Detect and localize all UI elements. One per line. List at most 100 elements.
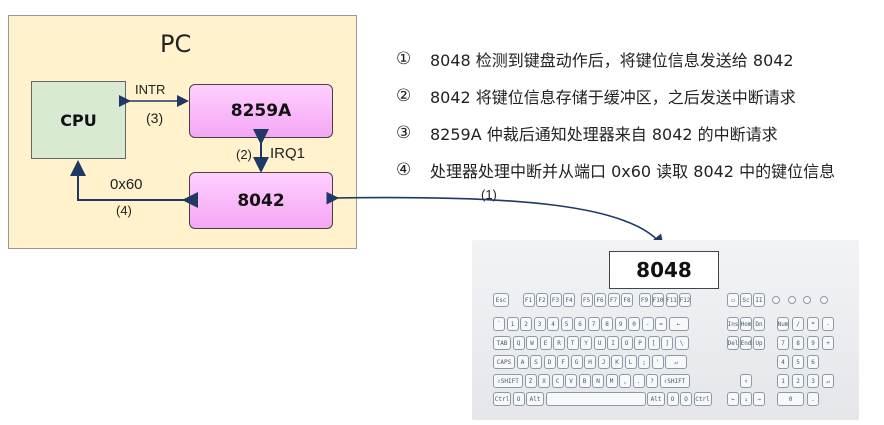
keyboard-key: 2 xyxy=(792,374,804,388)
keyboard-key: Ctrl xyxy=(693,392,712,406)
keyboard-key: Q xyxy=(512,336,525,350)
keyboard-key: F7 xyxy=(607,293,620,307)
keyboard-key: U xyxy=(593,336,606,350)
keyboard-key: ] xyxy=(661,336,673,350)
keyboard-key: G xyxy=(570,355,583,369)
keyboard-key: N xyxy=(592,374,604,388)
keyboard-key: 1 xyxy=(506,317,519,331)
keyboard-key: / xyxy=(792,317,804,331)
keyboard-key: → xyxy=(753,392,765,406)
step-item: ① 8048 检测到键盘动作后，将键位信息发送给 8042 xyxy=(396,40,884,77)
keyboard-key: ⇧SHIFT xyxy=(659,374,690,388)
cpu-block: CPU xyxy=(31,81,126,159)
keyboard-key: F3 xyxy=(549,293,562,307)
keyboard-key: F xyxy=(557,355,569,369)
keyboard-key: 4 xyxy=(547,317,559,331)
keyboard-key: Del xyxy=(727,336,739,350)
keyboard-key: ▭ xyxy=(727,293,739,307)
keyboard-key: F2 xyxy=(536,293,548,307)
keyboard-key: Up xyxy=(753,336,765,350)
step-number: ③ xyxy=(396,122,412,143)
keyboard-key: X xyxy=(538,374,550,388)
irq-step-label: (2) xyxy=(236,147,252,162)
step-item: ③ 8259A 仲裁后通知处理器来自 8042 的中断请求 xyxy=(396,114,884,151)
keyboard-key: ; xyxy=(638,355,650,369)
keyboard-key: F4 xyxy=(563,293,575,307)
keyboard-key: F11 xyxy=(665,293,678,307)
keyboard-key: 9 xyxy=(807,336,819,350)
keyboard-key: P xyxy=(634,336,646,350)
keyboard-key: 3 xyxy=(807,374,819,388)
cpu-label: CPU xyxy=(60,110,97,130)
keyboard-key: M xyxy=(605,374,618,388)
keyboard-key: 2 xyxy=(520,317,532,331)
keyboard-key: Ins xyxy=(727,317,739,331)
keyboard-key: 7 xyxy=(777,336,789,350)
keyboard-key: O xyxy=(620,336,633,350)
keyboard-key: S xyxy=(530,355,542,369)
keyboard-key: Num xyxy=(777,317,789,331)
keyboard-key: Ctrl xyxy=(493,392,511,406)
pc-title: PC xyxy=(160,30,192,58)
keyboard-key: F8 xyxy=(621,293,633,307)
keyboard-key: 8 xyxy=(601,317,613,331)
step-number: ① xyxy=(396,48,412,69)
keyboard-key: J xyxy=(597,355,610,369)
keyboard-key: F10 xyxy=(652,293,664,307)
keyboard-key: End xyxy=(740,336,752,350)
intr-step-label: (3) xyxy=(146,110,164,126)
keyboard-key: L xyxy=(624,355,637,369)
keyboard-key: ← xyxy=(727,392,739,406)
irq-label: IRQ1 xyxy=(270,145,306,162)
keyboard-key: 5 xyxy=(792,355,804,369)
keyboard-key: + xyxy=(822,336,834,350)
keyboard-key: 0 xyxy=(777,392,804,406)
keyboard-key: ← xyxy=(668,317,689,331)
keyboard-key: O xyxy=(680,392,692,406)
keyboard-key: 9 xyxy=(614,317,627,331)
keyboard-key: Esc xyxy=(493,293,509,307)
steps-list: ① 8048 检测到键盘动作后，将键位信息发送给 8042 ② 8042 将键位… xyxy=(396,40,884,188)
keyboard-key: ↑ xyxy=(740,374,752,388)
keyboard-key: Alt xyxy=(647,392,665,406)
keyboard-key: W xyxy=(526,336,538,350)
keyboard-key: V xyxy=(565,374,577,388)
keyboard-key: Y xyxy=(580,336,592,350)
keyboard-key: F12 xyxy=(679,293,691,307)
keyboard-key: ` xyxy=(493,317,505,331)
keyboard-key: A xyxy=(516,355,529,369)
keyboard-key: T xyxy=(566,336,579,350)
keyboard-key: 0 xyxy=(628,317,640,331)
keyboard-key: 5 xyxy=(560,317,573,331)
keyboard-key: C xyxy=(551,374,564,388)
keyboard-key: CAPS xyxy=(493,355,515,369)
port-arrow xyxy=(70,160,198,208)
keyboard-link-arrow xyxy=(326,191,665,248)
keyboard-key: - xyxy=(822,317,834,331)
step-item: ② 8042 将键位信息存储于缓冲区，之后发送中断请求 xyxy=(396,77,884,114)
indicator-light-icon xyxy=(820,296,828,304)
keyboard-controller-text: 8048 xyxy=(636,258,692,282)
keyboard-key: - xyxy=(641,317,654,331)
keyboard-key: Z xyxy=(524,374,537,388)
keyboard-key: Hom xyxy=(740,317,752,331)
pic-8259a-block: 8259A xyxy=(189,84,333,138)
indicator-light-icon xyxy=(788,296,796,304)
keyboard-key: II xyxy=(753,293,765,307)
keyboard-key: ↓ xyxy=(740,392,752,406)
keyboard-key: 7 xyxy=(587,317,600,331)
keyboard-key: ' xyxy=(651,355,664,369)
keyboard-key: * xyxy=(807,317,819,331)
keyboard-key: . xyxy=(807,392,819,406)
keyboard-key: Alt xyxy=(526,392,544,406)
keyboard-key: O xyxy=(512,392,525,406)
keyboard-key: ↵ xyxy=(665,355,687,369)
keyboard-key: [ xyxy=(647,336,660,350)
keyboard-key: R xyxy=(553,336,565,350)
keyboard-key: \ xyxy=(674,336,689,350)
step-text: 8048 检测到键盘动作后，将键位信息发送给 8042 xyxy=(430,50,794,70)
kbc-label: 8042 xyxy=(237,190,285,211)
keyboard-key: Dn xyxy=(753,317,765,331)
keyboard-key: 6 xyxy=(807,355,819,369)
